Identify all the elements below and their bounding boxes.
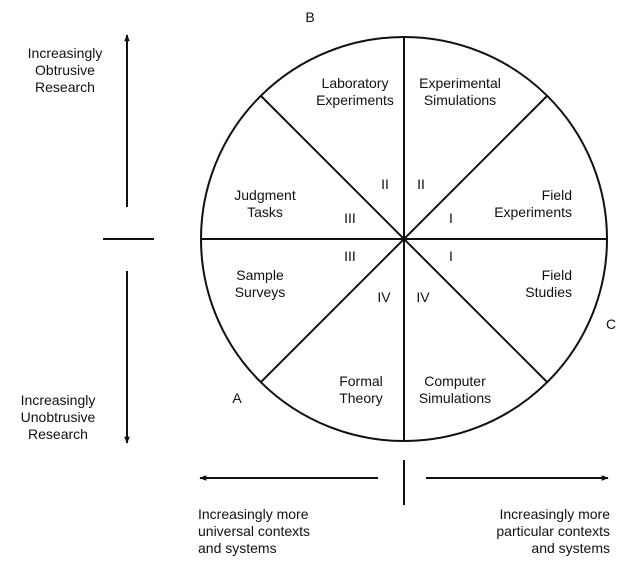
- point-c-label: C: [605, 316, 617, 332]
- point-a-label: A: [232, 390, 242, 406]
- quadrant-iii-upper: III: [344, 210, 356, 226]
- point-b-label: B: [305, 9, 315, 25]
- quadrant-iii-lower: III: [344, 248, 356, 264]
- quadrant-iv-left: IV: [377, 289, 391, 305]
- quadrant-ii-right: II: [417, 176, 425, 192]
- diagonal-divider-sw-ne: [260, 95, 548, 383]
- quadrant-i-upper: I: [449, 210, 453, 226]
- quadrant-ii-left: II: [381, 176, 389, 192]
- quadrant-i-lower: I: [449, 248, 453, 264]
- quadrant-iv-right: IV: [416, 289, 430, 305]
